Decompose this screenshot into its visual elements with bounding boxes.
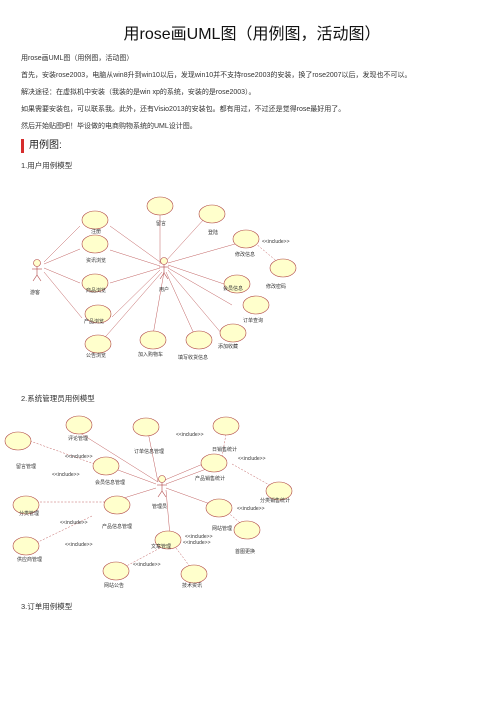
usecase-member-info: 会员信息 [223, 274, 251, 294]
svg-text:用户: 用户 [159, 286, 169, 293]
usecase-supplier-mgmt: 供应商管理 [12, 536, 42, 563]
usecase-category-sales-stats: 分类销售统计 [260, 481, 293, 504]
svg-text:会员信息: 会员信息 [223, 285, 243, 292]
svg-text:产品信息管理: 产品信息管理 [102, 523, 132, 530]
svg-text:技术资讯: 技术资讯 [182, 582, 202, 589]
svg-text:注册: 注册 [91, 228, 101, 235]
svg-text:留言管理: 留言管理 [16, 463, 36, 470]
page-title: 用rose画UML图（用例图，活动图） [123, 26, 381, 43]
usecase-notice-browse: 公告浏览 [84, 334, 112, 359]
subtitle-user-model: 1.用户用例模型 [21, 161, 73, 170]
svg-text:管理员: 管理员 [152, 503, 167, 510]
svg-text:文章管理: 文章管理 [151, 543, 171, 550]
paragraph-5: 然后开始贴图吧！毕设做的电商购物系统的UML设计图。 [21, 123, 197, 130]
paragraph-3: 解决途径：在虚拟机中安装（我装的是win xp的系统，安装的是rose2003）… [21, 89, 256, 96]
usecase-message: 留言 [146, 196, 174, 227]
diagram1-associations [43, 212, 281, 344]
svg-text:产品浏览: 产品浏览 [84, 318, 104, 325]
actor-visitor: 游客 [30, 259, 42, 296]
actor-user: 用户 [159, 257, 169, 293]
usecase-comment-mgmt: 评论管理 [65, 415, 93, 442]
usecase-product-info-mgmt: 产品信息管理 [102, 495, 132, 530]
usecase-banner-change: 首图更换 [233, 520, 261, 555]
usecase-news-browse: 资讯浏览 [81, 234, 109, 264]
svg-text:修改信息: 修改信息 [235, 251, 255, 258]
usecase-shipping-info: 填写收货信息 [178, 330, 213, 361]
include-label-1: <<include>> [262, 239, 290, 245]
subtitle-admin-model: 2.系统管理员用例模型 [21, 394, 95, 403]
svg-text:分类销售统计: 分类销售统计 [260, 497, 290, 504]
include-label-7: <<include>> [60, 520, 88, 526]
usecase-message-mgmt: 留言管理 [4, 431, 36, 470]
svg-text:留言: 留言 [156, 220, 166, 227]
svg-text:会员信息管理: 会员信息管理 [95, 479, 125, 486]
svg-text:首图更换: 首图更换 [235, 548, 255, 555]
usecase-order-info-mgmt: 订单信息管理 [132, 417, 164, 455]
include-label-6: <<include>> [237, 506, 265, 512]
svg-text:修改密码: 修改密码 [266, 283, 286, 290]
include-label-2: <<include>> [176, 432, 204, 438]
usecase-member-info-mgmt: 会员信息管理 [92, 456, 125, 486]
usecase-register: 注册 [81, 210, 109, 235]
include-label-11: <<include>> [133, 562, 161, 568]
usecase-daily-sales: 日销售统计 [212, 416, 240, 453]
include-label-9: <<include>> [185, 534, 213, 540]
section-heading: 用例图: [21, 139, 62, 153]
svg-text:订单查询: 订单查询 [243, 317, 263, 324]
svg-text:分类管理: 分类管理 [19, 510, 39, 517]
usecase-edit-password: 修改密码 [266, 258, 297, 290]
usecase-add-cart: 加入购物车 [138, 330, 167, 358]
svg-text:加入购物车: 加入购物车 [138, 351, 163, 358]
svg-text:公告浏览: 公告浏览 [86, 352, 106, 359]
svg-text:供应商管理: 供应商管理 [17, 556, 42, 563]
svg-text:添加收藏: 添加收藏 [218, 343, 238, 350]
paragraph-2: 首先，安装rose2003，电脑从win8升到win10以后，发现win10并不… [21, 72, 412, 79]
usecase-article-mgmt: 文章管理 [151, 530, 182, 550]
usecase-product-browse: 产品浏览 [84, 304, 112, 325]
include-label-8: <<include>> [65, 542, 93, 548]
paragraph-1: 用rose画UML图（用例图，活动图） [21, 55, 134, 62]
svg-text:资讯浏览: 资讯浏览 [86, 257, 106, 264]
svg-text:评论管理: 评论管理 [68, 435, 88, 442]
include-label-5: <<include>> [52, 472, 80, 478]
include-label-4: <<include>> [65, 454, 93, 460]
usecase-site-notice: 网站公告 [102, 561, 130, 589]
usecase-goods-browse: 商品浏览 [81, 273, 109, 294]
svg-text:登陆: 登陆 [208, 229, 218, 236]
svg-text:网站管理: 网站管理 [212, 525, 232, 532]
svg-text:产品销售统计: 产品销售统计 [195, 475, 225, 482]
include-label-10: <<include>> [183, 540, 211, 546]
actor-admin: 管理员 [152, 475, 167, 510]
subtitle-order-model: 3.订单用例模型 [21, 602, 73, 611]
usecase-category-mgmt: 分类管理 [12, 495, 40, 517]
usecase-product-sales-stats: 产品销售统计 [195, 453, 228, 482]
svg-text:填写收货信息: 填写收货信息 [178, 354, 208, 361]
include-label-3: <<include>> [238, 456, 266, 462]
svg-text:游客: 游客 [30, 289, 40, 296]
usecase-add-favorite: 添加收藏 [218, 323, 247, 350]
usecase-login: 登陆 [198, 204, 226, 236]
paragraph-4: 如果需要安装包，可以联系我。此外，还有Visio2013的安装包。都有用过，不过… [21, 106, 346, 113]
svg-text:商品浏览: 商品浏览 [86, 287, 106, 294]
usecase-website-mgmt: 网站管理 [205, 498, 233, 532]
svg-text:网站公告: 网站公告 [104, 582, 124, 589]
usecase-order-query: 订单查询 [242, 295, 270, 324]
svg-text:日销售统计: 日销售统计 [212, 446, 237, 453]
usecase-tech-news: 技术资讯 [180, 564, 208, 589]
usecase-edit-info: 修改信息 [232, 229, 260, 258]
svg-text:订单信息管理: 订单信息管理 [134, 448, 164, 455]
